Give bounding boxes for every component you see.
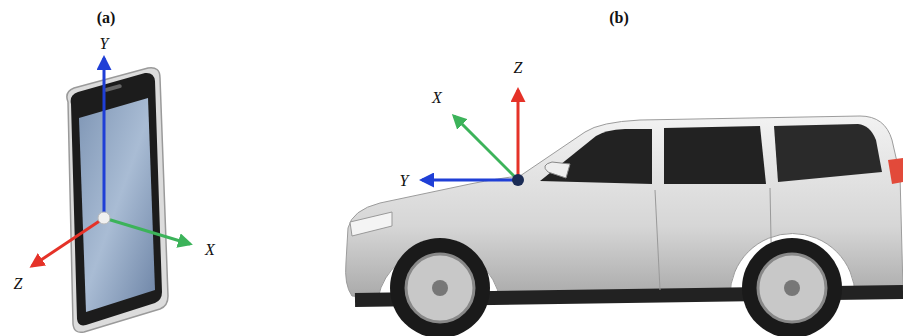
z-axis [32,218,104,266]
car-headlight [350,212,392,236]
car-mirror [545,162,570,178]
car-illustration [346,116,903,336]
phone-body [67,68,168,333]
y-axis [103,58,106,218]
panel-label: (b) [609,10,629,26]
car-taillight [888,158,903,184]
hub [784,280,800,296]
panel-label: (a) [97,10,116,26]
axis-label: Z [514,60,523,76]
car-window [664,126,766,184]
axis-label: Y [400,173,409,189]
front-rim [406,254,474,322]
axis-label: X [432,90,442,106]
rear-wheel [742,238,842,336]
hub [432,280,448,296]
y-axis [422,179,518,182]
origin-dot [512,174,524,186]
phone-speaker [104,84,122,93]
phone-axes [32,58,190,266]
car-window [540,129,652,184]
axis-label: X [205,242,215,258]
phone-screen [79,98,155,312]
origin-dot [98,212,110,224]
phone-bezel [71,73,162,326]
car-window [774,124,882,182]
axis-label: Z [14,276,23,292]
phone-illustration [67,68,168,333]
x-axis [454,116,518,180]
x-axis [104,218,190,244]
axis-label: Y [100,36,109,52]
rear-rim [758,254,826,322]
front-wheel [390,238,490,336]
car-axes [422,90,524,186]
z-axis [517,90,520,180]
